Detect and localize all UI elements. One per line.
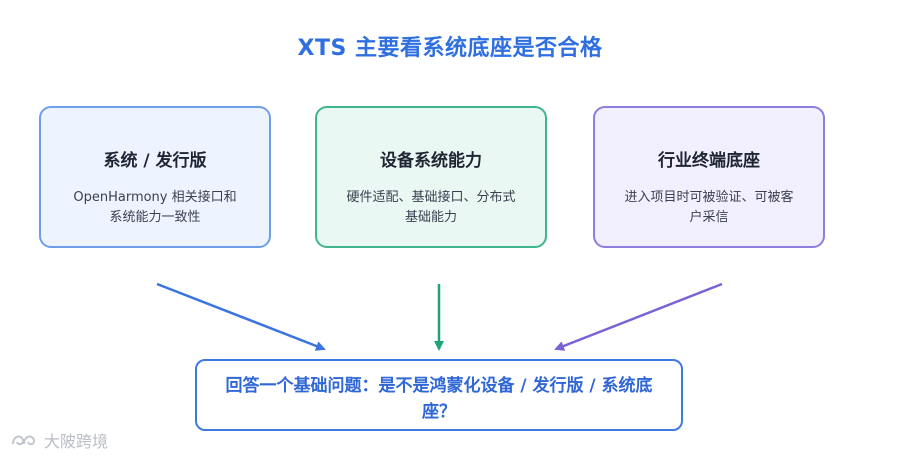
card-description: OpenHarmony 相关接口和系统能力一致性 [73,190,237,225]
card-system-distribution: 系统 / 发行版 OpenHarmony 相关接口和系统能力一致性 [39,106,271,248]
arrow-right [554,282,723,351]
answer-box: 回答一个基础问题：是不是鸿蒙化设备 / 发行版 / 系统底座？ [195,359,683,431]
card-device-capability: 设备系统能力 硬件适配、基础接口、分布式基础能力 [315,106,547,248]
card-title: 行业终端底座 [658,151,760,171]
watermark: 大陂跨境 [10,428,108,452]
card-title: 系统 / 发行版 [103,151,207,171]
card-title: 设备系统能力 [380,151,482,171]
card-description: 进入项目时可被验证、可被客户采信 [624,190,794,225]
arrow-left [156,282,326,351]
answer-text: 回答一个基础问题：是不是鸿蒙化设备 / 发行版 / 系统底座？ [225,376,653,422]
card-industry-terminal: 行业终端底座 进入项目时可被验证、可被客户采信 [593,106,825,248]
watermark-logo-icon [12,435,36,446]
diagram-title: XTS 主要看系统底座是否合格 [297,36,603,61]
card-description: 硬件适配、基础接口、分布式基础能力 [346,190,516,225]
watermark-text: 大陂跨境 [44,432,109,451]
